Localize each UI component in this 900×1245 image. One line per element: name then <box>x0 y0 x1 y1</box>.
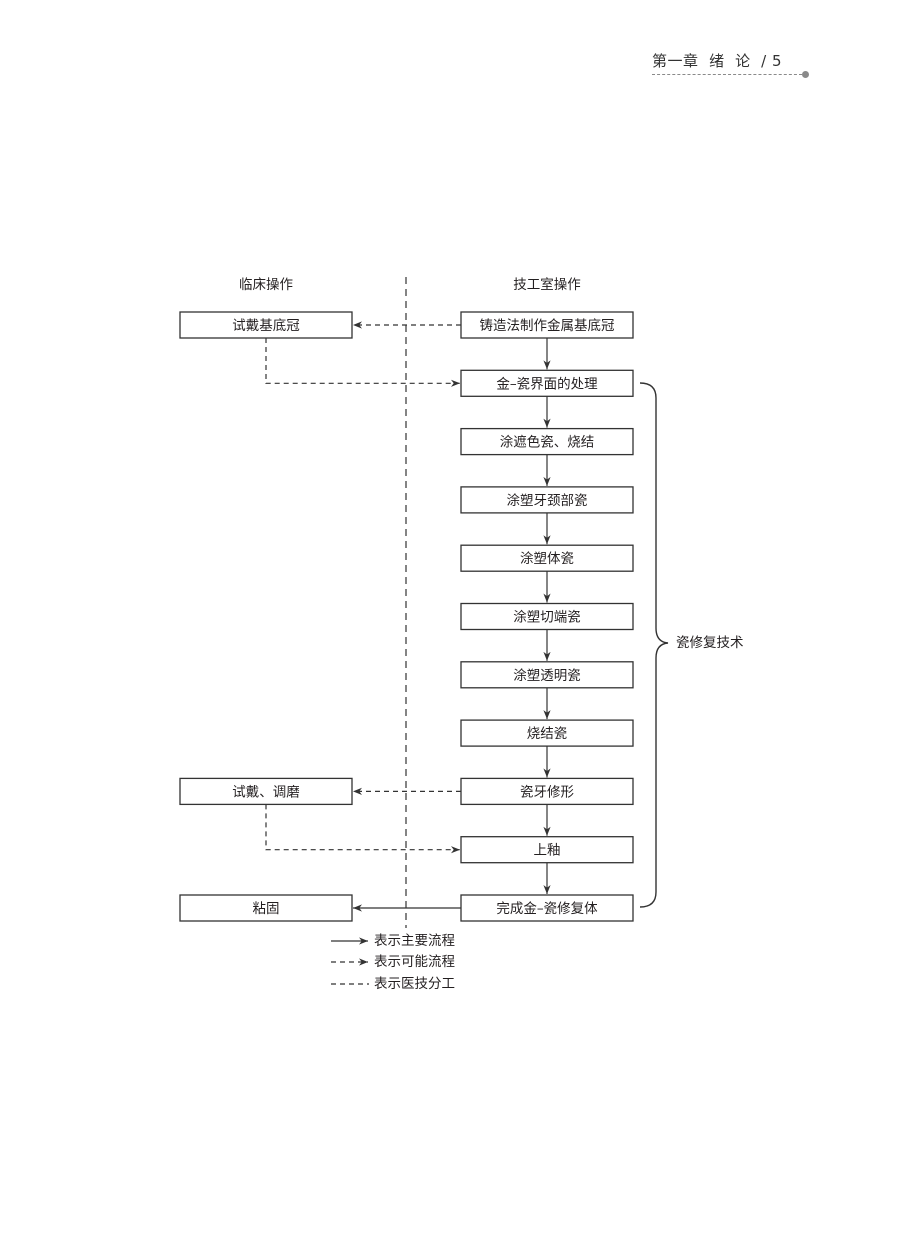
lab-step-glaze: 上釉 <box>460 836 634 864</box>
possible-flow-arrow-tryin_adjust-to-glaze <box>265 804 460 854</box>
clinical-step-tryin_coping: 试戴基底冠 <box>179 311 353 339</box>
header-dot <box>802 71 809 78</box>
lab-step-box <box>460 661 634 689</box>
lab-step-incisal: 涂塑切端瓷 <box>460 602 634 631</box>
legend-label-division: 表示医技分工 <box>374 976 455 992</box>
lab-step-body: 涂塑体瓷 <box>460 544 634 572</box>
lab-step-complete: 完成金–瓷修复体 <box>460 894 634 922</box>
page-header: 第一章 绪 论 / 5 <box>652 50 812 80</box>
lab-step-box <box>460 427 634 456</box>
legend: 表示主要流程 表示可能流程 表示医技分工 <box>331 933 455 992</box>
lab-step-label: 瓷牙修形 <box>520 784 574 800</box>
lab-step-opaque: 涂遮色瓷、烧结 <box>460 427 634 456</box>
lab-step-label: 完成金–瓷修复体 <box>496 900 598 917</box>
column-title-lab: 技工室操作 <box>513 276 581 293</box>
lab-step-label: 烧结瓷 <box>527 726 568 742</box>
lab-step-label: 涂塑切端瓷 <box>513 610 581 626</box>
clinical-step-box <box>179 777 353 806</box>
process-brace <box>639 382 669 908</box>
lab-step-box <box>460 836 634 864</box>
lab-step-fire: 烧结瓷 <box>460 719 634 747</box>
legend-label-main: 表示主要流程 <box>374 933 455 949</box>
clinical-step-tryin_adjust: 试戴、调磨 <box>179 777 353 806</box>
brace-label: 瓷修复技术 <box>676 634 744 651</box>
clinical-step-label: 试戴基底冠 <box>232 317 300 334</box>
lab-step-cervical: 涂塑牙颈部瓷 <box>460 486 634 514</box>
lab-step-label: 涂塑体瓷 <box>520 551 574 567</box>
header-text: 第一章 绪 论 / 5 <box>652 50 782 71</box>
lab-step-box <box>460 544 634 572</box>
clinical-step-box <box>179 894 353 922</box>
lab-step-transparent: 涂塑透明瓷 <box>460 661 634 689</box>
page-number: 5 <box>772 52 783 70</box>
lab-step-label: 涂塑牙颈部瓷 <box>507 493 588 509</box>
possible-flow-arrow-tryin_coping-to-interface <box>265 338 460 387</box>
chapter-label: 第一章 <box>652 52 699 70</box>
clinical-step-cement: 粘固 <box>179 894 353 922</box>
lab-step-label: 上釉 <box>534 843 561 859</box>
lab-step-box <box>460 602 634 631</box>
lab-step-shape: 瓷牙修形 <box>460 777 634 806</box>
lab-step-label: 涂塑透明瓷 <box>513 668 581 684</box>
lab-step-box <box>460 894 634 922</box>
lab-step-box <box>460 311 634 339</box>
clinical-step-box <box>179 311 353 339</box>
lab-step-interface: 金–瓷界面的处理 <box>460 369 634 397</box>
lab-step-label: 涂遮色瓷、烧结 <box>500 434 595 451</box>
lab-steps: 铸造法制作金属基底冠金–瓷界面的处理涂遮色瓷、烧结涂塑牙颈部瓷涂塑体瓷涂塑切端瓷… <box>460 311 634 922</box>
legend-label-possible: 表示可能流程 <box>374 954 455 970</box>
header-dashed-rule <box>652 74 802 75</box>
chapter-title: 绪 论 <box>709 52 751 70</box>
lab-step-label: 金–瓷界面的处理 <box>496 376 598 392</box>
lab-step-label: 铸造法制作金属基底冠 <box>480 317 615 334</box>
clinical-step-label: 粘固 <box>253 901 280 917</box>
column-title-clinical: 临床操作 <box>239 277 293 293</box>
header-separator: / <box>761 52 767 70</box>
lab-step-cast: 铸造法制作金属基底冠 <box>460 311 634 339</box>
flow-edges <box>265 321 551 912</box>
clinical-step-label: 试戴、调磨 <box>232 784 300 800</box>
